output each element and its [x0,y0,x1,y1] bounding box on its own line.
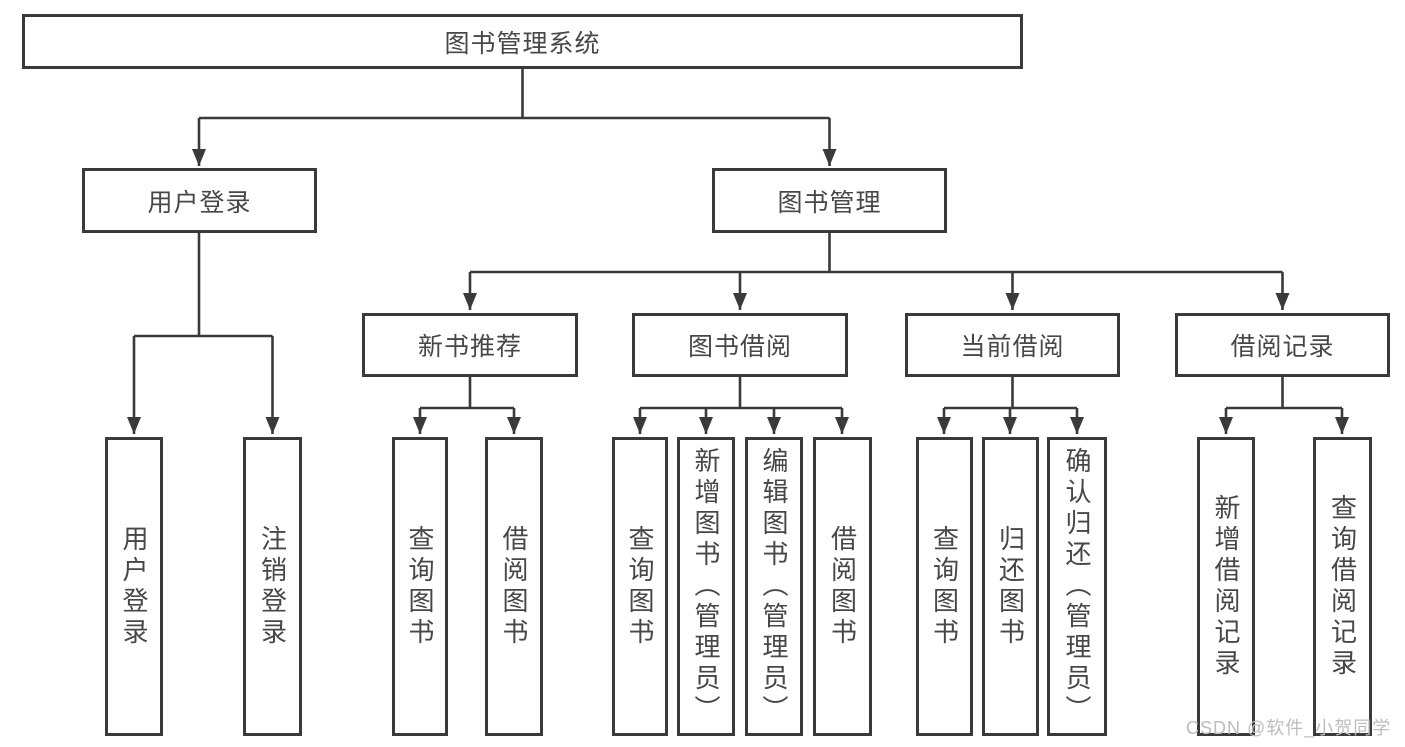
node-leaf-borrow-books-borrowing-label: 借阅图书 [827,524,858,649]
node-leaf-logout-label: 注销登录 [257,524,288,649]
node-leaf-query-books-borrowing: 查询图书 [612,437,668,736]
node-leaf-add-books-admin: 新增图书（管理员） [677,437,735,736]
node-book-borrowing: 图书借阅 [632,313,848,377]
node-borrowing-records-label: 借阅记录 [1230,333,1335,361]
node-new-book-recommend-label: 新书推荐 [417,333,522,361]
node-leaf-confirm-return-admin-label: 确认归还（管理员） [1062,447,1092,726]
node-leaf-return-books-label: 归还图书 [995,524,1026,649]
node-leaf-edit-books-admin: 编辑图书（管理员） [745,437,803,736]
node-book-management-label: 图书管理 [777,188,882,217]
node-leaf-query-books-recommend: 查询图书 [392,437,448,736]
node-leaf-logout: 注销登录 [243,437,302,736]
node-leaf-query-borrow-record-label: 查询借阅记录 [1327,493,1358,680]
node-leaf-query-books-current-label: 查询图书 [929,524,960,649]
node-leaf-add-books-admin-label: 新增图书（管理员） [691,447,721,726]
node-leaf-confirm-return-admin: 确认归还（管理员） [1047,437,1107,736]
node-new-book-recommend: 新书推荐 [362,313,578,377]
node-book-borrowing-label: 图书借阅 [687,333,792,361]
node-leaf-edit-books-admin-label: 编辑图书（管理员） [759,447,789,726]
node-leaf-user-login-label: 用户登录 [119,524,149,649]
node-leaf-query-books-recommend-label: 查询图书 [405,524,435,649]
node-leaf-query-books-current: 查询图书 [916,437,973,736]
node-borrowing-records: 借阅记录 [1175,313,1390,377]
node-leaf-query-books-borrowing-label: 查询图书 [625,524,655,649]
node-leaf-return-books: 归还图书 [982,437,1039,736]
csdn-watermark: CSDN @软件_小贺同学 [1186,718,1392,738]
node-user-login-label: 用户登录 [147,188,252,217]
node-root-label: 图书管理系统 [444,29,601,58]
node-book-management: 图书管理 [712,168,947,233]
node-current-borrowing-label: 当前借阅 [960,333,1065,361]
node-user-login: 用户登录 [82,168,317,233]
node-root: 图书管理系统 [22,14,1023,69]
node-leaf-borrow-books-borrowing: 借阅图书 [813,437,872,736]
node-current-borrowing: 当前借阅 [905,313,1120,377]
node-leaf-add-borrow-record: 新增借阅记录 [1197,437,1255,736]
node-leaf-borrow-books-recommend-label: 借阅图书 [499,524,529,649]
node-leaf-query-borrow-record: 查询借阅记录 [1313,437,1372,736]
node-leaf-borrow-books-recommend: 借阅图书 [485,437,543,736]
node-leaf-add-borrow-record-label: 新增借阅记录 [1211,493,1241,680]
node-leaf-user-login: 用户登录 [105,437,163,736]
